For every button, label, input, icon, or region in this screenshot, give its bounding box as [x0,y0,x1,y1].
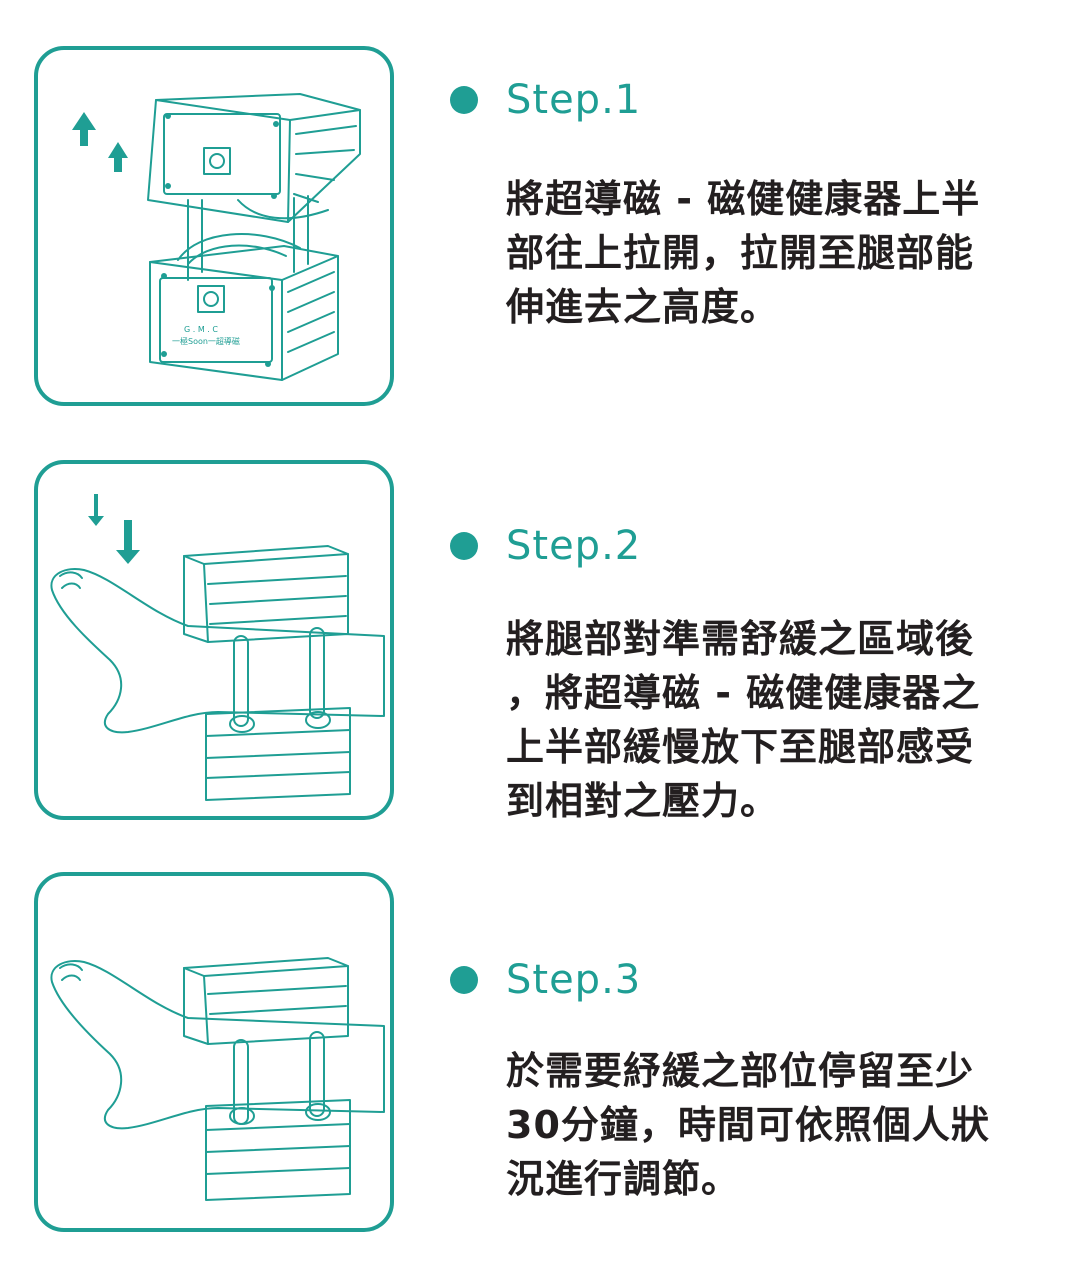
step-2-title: Step.2 [506,523,642,569]
svg-text:G . M . C: G . M . C [184,325,218,334]
arrow-up-icon [72,112,128,172]
step-3-illustration-panel [34,872,394,1232]
arrow-down-icon [88,494,140,564]
upper-block-icon [183,545,349,643]
step-2-heading: Step.2 [450,522,641,570]
step-3-heading: Step.3 [450,956,641,1004]
step-3-line-1: 於需要紓緩之部位停留至少 [506,1049,975,1093]
bullet-dot-icon [450,532,478,560]
lower-block-icon [205,707,351,801]
step-2: Step.2 [450,522,641,570]
svg-text:一極Soon一超導磁: 一極Soon一超導磁 [172,336,240,346]
step-3-title: Step.3 [506,957,642,1003]
upper-block-icon [183,957,349,1045]
lower-block-icon [149,233,339,381]
posts-icon [187,195,329,281]
step-1-title: Step.1 [506,77,642,123]
step-1-line-1: 將超導磁 - 磁健健康器上半 [506,177,981,221]
step-3-description: 於需要紓緩之部位停留至少 30分鐘，時間可依照個人狀 況進行調節。 [506,1044,1046,1206]
device-open-illustration: G . M . C 一極Soon一超導磁 [72,93,361,381]
step-1-line-2: 部往上拉開，拉開至腿部能 [506,231,975,275]
upper-block-icon [147,93,361,223]
step-2-line-2: ，將超導磁 - 磁健健康器之 [506,671,981,715]
step-2-line-1: 將腿部對準需舒緩之區域後 [506,617,975,661]
step-3: Step.3 [450,956,641,1004]
bullet-dot-icon [450,966,478,994]
step-2-line-3: 上半部緩慢放下至腿部感受 [506,725,975,769]
leg-icon [50,568,385,734]
step-3-line-3: 況進行調節。 [506,1157,741,1201]
lower-block-icon [205,1099,351,1201]
step-2-illustration-panel [34,460,394,820]
posts-icon [233,627,325,727]
step-1-line-3: 伸進去之高度。 [506,285,780,329]
leg-resting-illustration [50,957,385,1201]
screw-icons [161,113,279,367]
bullet-dot-icon [450,86,478,114]
step-1: Step.1 [450,76,641,124]
step-1-description: 將超導磁 - 磁健健康器上半 部往上拉開，拉開至腿部能 伸進去之高度。 [506,172,1046,334]
step-2-line-4: 到相對之壓力。 [506,779,780,823]
step-1-illustration-panel: G . M . C 一極Soon一超導磁 [34,46,394,406]
leg-in-device-illustration [50,494,385,801]
step-1-heading: Step.1 [450,76,641,124]
step-3-line-2: 30分鐘，時間可依照個人狀 [506,1103,990,1147]
step-2-description: 將腿部對準需舒緩之區域後 ，將超導磁 - 磁健健康器之 上半部緩慢放下至腿部感受… [506,612,1046,828]
leg-icon [50,960,385,1130]
gear-logo-icon [197,285,225,313]
